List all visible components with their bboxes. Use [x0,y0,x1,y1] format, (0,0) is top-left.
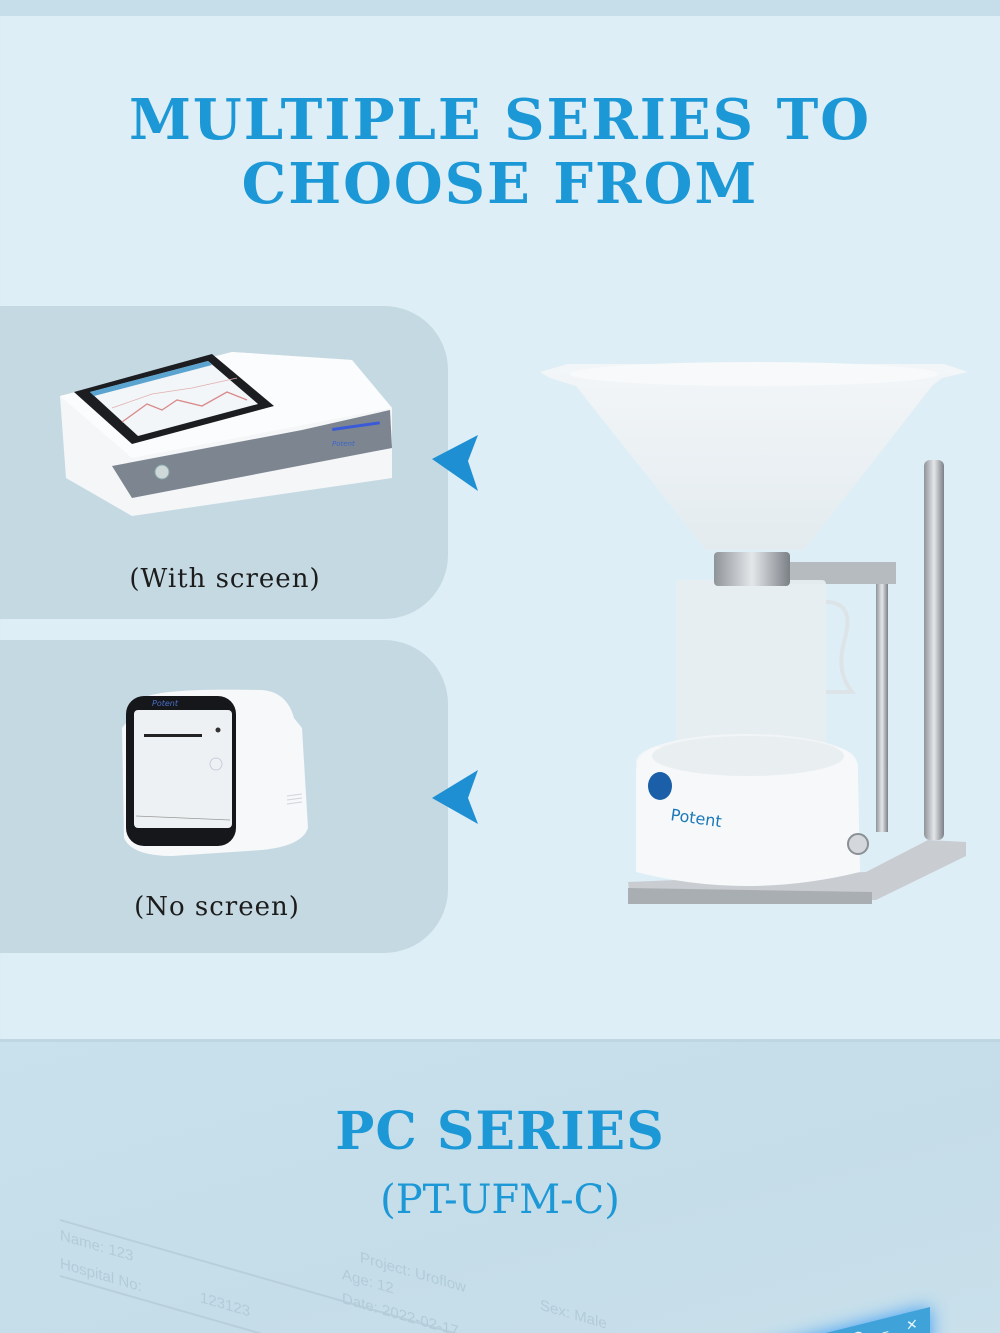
svg-text:Potent: Potent [332,440,355,448]
divider [60,1219,940,1333]
name-value: 123 [108,1240,134,1266]
software-window-preview: ✎ ☻ – ✕ [650,1307,930,1333]
arrow-left-icon [432,435,478,491]
minimize-icon: – [882,1323,889,1333]
uroflowmeter-image: Potent [540,362,968,904]
desktop-device-image: Potent [60,352,392,516]
close-icon: ✕ [906,1316,918,1333]
svg-text:Potent: Potent [152,699,179,708]
background-report-preview: Name: 123 Hospital No: 123123 Project: U… [60,1219,960,1333]
card-label: (With screen) [129,564,321,594]
pc-series-section: Name: 123 Hospital No: 123123 Project: U… [0,1039,1000,1333]
project-value: Uroflow [415,1264,466,1297]
age-value: 12 [377,1275,394,1298]
date-label: Date: [342,1289,378,1318]
headline-line-1: MULTIPLE SERIES TO [128,87,872,153]
arrow-left-icon [432,770,478,824]
section-headline: MULTIPLE SERIES TO CHOOSE FROM [0,88,1000,216]
age-label: Age: [342,1265,373,1292]
date-value: 2022-02-17 [382,1301,459,1333]
card-label: (No screen) [134,892,300,922]
hospital-value: 123123 [200,1289,251,1321]
section-divider [0,1039,1000,1042]
pc-series-title: PC SERIES [335,1101,665,1162]
printer-device-image: Potent [122,689,308,856]
headline-line-2: CHOOSE FROM [241,151,759,217]
user-icon: ☻ [850,1329,865,1333]
pc-series-model: (PT-UFM-C) [380,1177,620,1223]
top-strip [0,0,1000,16]
divider [60,1275,940,1333]
sex-value: Male [574,1306,607,1333]
sex-label: Sex: [540,1296,571,1323]
